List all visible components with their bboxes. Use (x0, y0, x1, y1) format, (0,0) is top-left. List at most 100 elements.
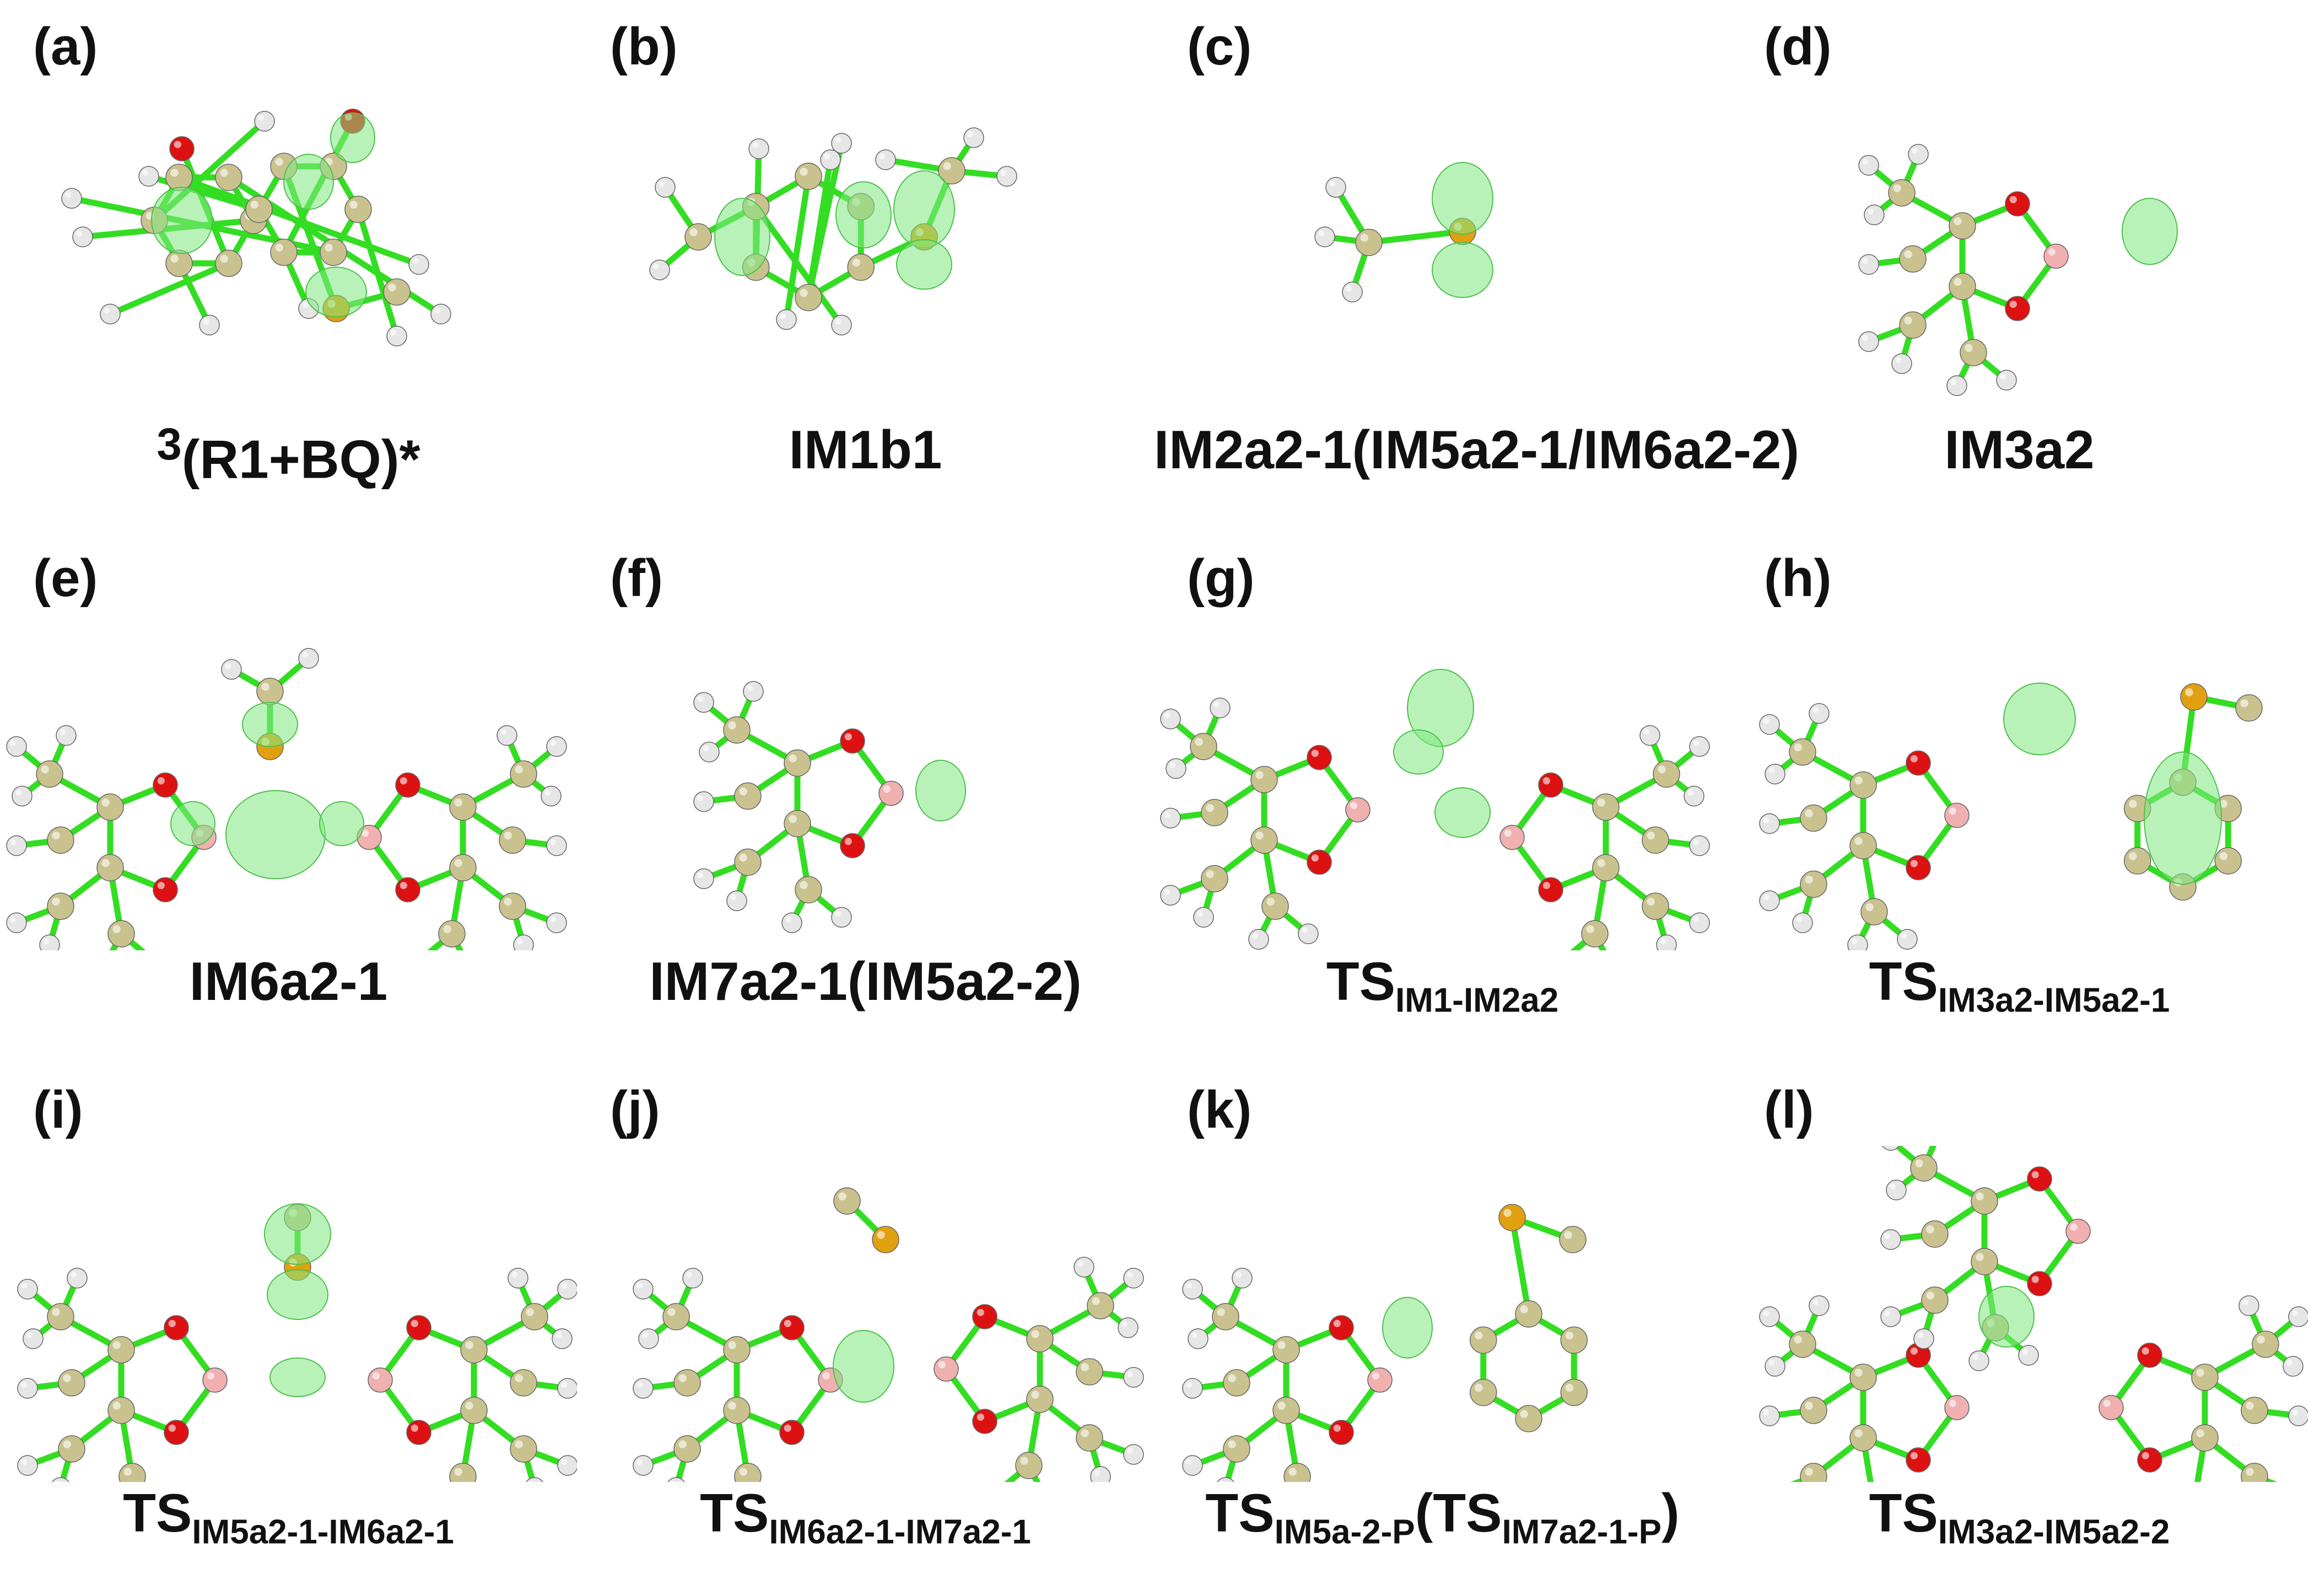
atom-C (734, 1463, 762, 1482)
atom-C (723, 1397, 751, 1424)
atom-highlight (26, 1332, 33, 1339)
atom-C (320, 239, 347, 266)
structure-caption: TSIM1-IM2a2 (1154, 950, 1731, 1020)
caption-main: IM6a2-1 (189, 951, 388, 1011)
atom-H (12, 786, 33, 807)
atom-highlight (258, 115, 265, 121)
atom-H (1897, 929, 1918, 950)
atom-H (1765, 764, 1785, 785)
atom-O (2005, 296, 2030, 321)
atom-H (682, 1268, 703, 1289)
atom-highlight (943, 162, 951, 170)
atom-highlight (730, 894, 737, 901)
atom-C (438, 920, 466, 948)
atom-H (633, 1455, 654, 1476)
atom-H (1689, 736, 1710, 757)
atom-C (1581, 920, 1609, 948)
atom-C (58, 1369, 85, 1397)
atom-O (153, 877, 178, 902)
atom-O (840, 728, 865, 754)
atom-highlight (1346, 285, 1352, 292)
atom-highlight (1805, 1402, 1813, 1410)
spin-density-lobe (319, 801, 364, 846)
atom-C (460, 1336, 488, 1364)
atom-highlight (2129, 799, 2137, 808)
atom-C (449, 854, 477, 881)
bond (355, 206, 400, 339)
caption-sub: IM3a2-IM5a2-2 (1938, 1513, 2170, 1551)
atom-highlight (65, 192, 72, 198)
atom-H (781, 912, 802, 933)
atom-highlight (1031, 1330, 1039, 1338)
atom-C (1283, 1463, 1311, 1482)
structure-caption: IM6a2-1 (0, 950, 577, 1013)
atom-highlight (2292, 1310, 2299, 1317)
atom-B (1345, 797, 1371, 823)
atom-highlight (667, 1308, 676, 1316)
atom-highlight (2240, 699, 2248, 707)
atom-highlight (1812, 1299, 1819, 1306)
atom-C (1899, 245, 1927, 273)
atom-highlight (400, 777, 407, 785)
atom-highlight (1976, 1253, 1984, 1261)
atom-H (1996, 370, 2017, 391)
atom-H (1759, 890, 1780, 911)
atom-highlight (10, 916, 17, 923)
atom-C (460, 1397, 488, 1424)
atom-highlight (1954, 278, 1962, 286)
atom-highlight (1311, 854, 1319, 862)
atom-H (1160, 808, 1181, 829)
atom-highlight (1763, 894, 1769, 901)
caption-main: TS (1869, 951, 1938, 1011)
atom-H (557, 1279, 577, 1300)
atom-C (344, 196, 372, 223)
atom-highlight (1763, 718, 1769, 724)
atom-C (107, 1336, 135, 1364)
atom-C (795, 284, 822, 311)
atom-C (662, 1303, 690, 1330)
atom-highlight (844, 837, 852, 845)
atom-O (153, 772, 178, 798)
atom-highlight (504, 897, 512, 906)
atom-C (2191, 1364, 2219, 1391)
atom-H (633, 1279, 654, 1300)
atom-highlight (1965, 344, 1973, 352)
atom-highlight (780, 313, 786, 320)
atom-highlight (21, 1382, 28, 1388)
atom-highlight (1277, 1341, 1286, 1349)
atom-O (2137, 1343, 2162, 1368)
atom-highlight (1597, 859, 1605, 867)
atom-H (1639, 725, 1660, 746)
atom-highlight (1169, 762, 1176, 769)
atom-C (847, 253, 875, 281)
atom-O (779, 1315, 805, 1340)
atom-H (1809, 703, 1830, 724)
atom-H (693, 868, 714, 889)
atom-highlight (1186, 1382, 1193, 1388)
atom-highlight (555, 1332, 562, 1339)
spin-density-lobe (264, 1203, 331, 1265)
atom-highlight (123, 1468, 132, 1476)
atom-C (1201, 865, 1228, 892)
atom-highlight (1277, 1402, 1286, 1410)
atom-highlight (1127, 1371, 1134, 1377)
atom-highlight (1318, 230, 1325, 237)
atom-H (298, 648, 319, 669)
atom-highlight (1794, 1335, 1802, 1344)
atom-highlight (1805, 1468, 1813, 1476)
atom-O (1906, 855, 1931, 880)
atom-H (963, 127, 984, 148)
atom-highlight (1542, 777, 1550, 785)
atom-highlight (678, 1440, 687, 1448)
atom-C (1800, 1463, 1827, 1482)
atom-O (972, 1409, 997, 1434)
atom-highlight (2141, 1347, 2149, 1355)
atom-highlight (1954, 217, 1962, 225)
atom-C (245, 196, 273, 223)
atom-O (779, 1420, 805, 1445)
atom-O (406, 1420, 431, 1445)
atom-H (508, 1268, 528, 1289)
atom-highlight (739, 1468, 747, 1476)
atom-highlight (1910, 1452, 1918, 1459)
atom-highlight (1311, 749, 1319, 757)
